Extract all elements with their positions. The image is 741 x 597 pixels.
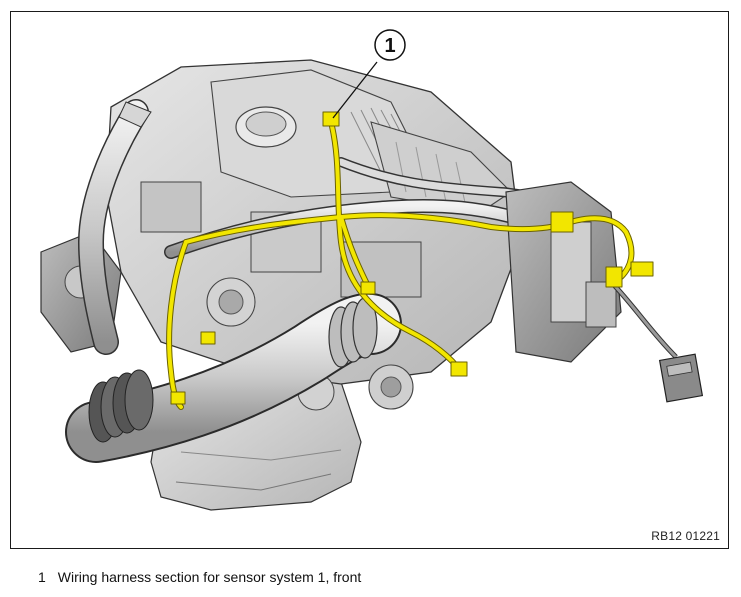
callout-1-leader — [332, 61, 378, 119]
figure-reference-code: RB12 01221 — [651, 529, 720, 543]
callout-1-number: 1 — [384, 35, 395, 57]
intake-air-pipe — [65, 292, 402, 463]
legend: 1 Wiring harness section for sensor syst… — [38, 569, 361, 585]
legend-item-text: Wiring harness section for sensor system… — [57, 569, 362, 585]
engine-illustration: 1 — [40, 29, 704, 511]
wiring-harness-sensor-system-1 — [166, 111, 654, 410]
figure-frame: 1 RB12 01221 — [10, 11, 729, 549]
callout-1: 1 — [332, 29, 406, 119]
callout-1-circle — [374, 29, 406, 61]
left-coolant-pipe — [77, 99, 152, 355]
right-module — [505, 181, 704, 403]
engine-main-body — [40, 59, 522, 411]
legend-item-number: 1 — [38, 569, 46, 585]
